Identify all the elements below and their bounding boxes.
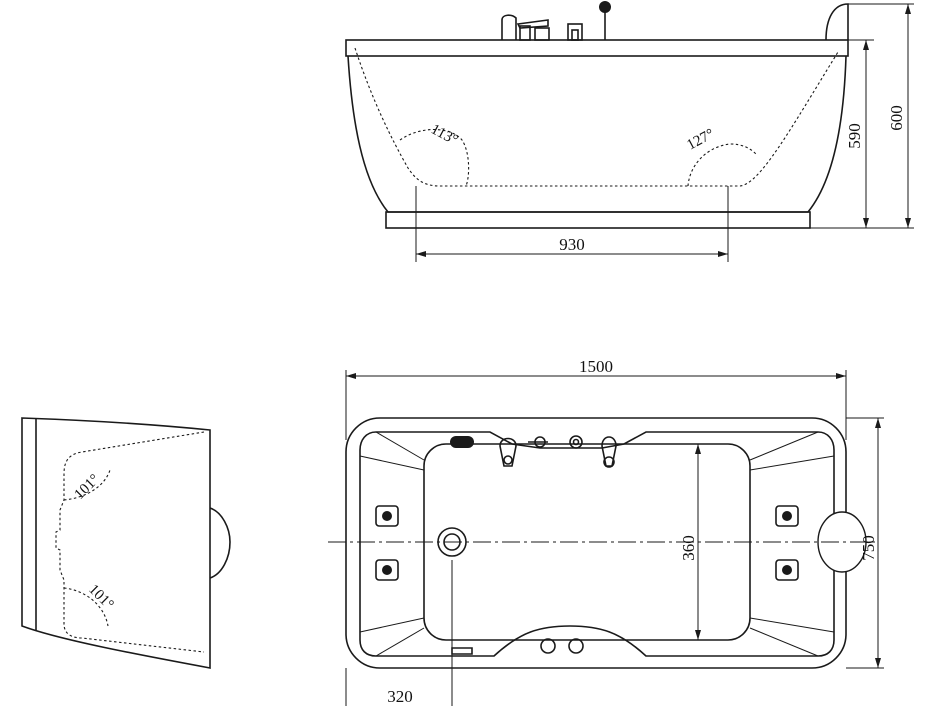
dim-label-600: 600 — [887, 105, 906, 131]
dim-label-320: 320 — [387, 687, 413, 706]
jet-icon — [775, 559, 799, 581]
jet-icon — [775, 505, 799, 527]
plan-fixtures — [450, 435, 617, 655]
hand-shower-icon — [599, 1, 611, 13]
front-left-recess — [399, 129, 470, 187]
dim-label-1500: 1500 — [579, 357, 613, 376]
front-right-recess — [687, 143, 757, 187]
front-body-outline — [347, 55, 847, 213]
control-panel-icon — [450, 436, 474, 448]
plan-jets — [375, 505, 799, 581]
angle-label-front-left: 113° — [428, 121, 460, 148]
dim-label-750: 750 — [859, 535, 878, 561]
dim-label-360: 360 — [679, 535, 698, 561]
spout-icon — [499, 437, 517, 467]
front-base — [385, 211, 811, 229]
front-faucets — [501, 1, 611, 41]
spout-icon — [501, 14, 517, 40]
front-rim — [345, 39, 849, 57]
front-elevation-view: 930 590 600 113° 127° — [345, 1, 914, 262]
hand-shower-holder-icon — [601, 436, 617, 467]
air-button-icon — [568, 638, 584, 654]
diverter-icon — [569, 435, 583, 449]
front-pillow — [825, 3, 849, 41]
top-plan-view: 1500 360 750 320 — [328, 357, 884, 706]
side-body-outline — [21, 417, 211, 669]
overflow-icon — [451, 647, 473, 655]
side-inner-profile — [55, 431, 205, 653]
plan-outer-rim — [345, 417, 847, 669]
side-pillow — [209, 507, 231, 579]
angle-label-side-bottom: 101° — [85, 582, 116, 613]
air-button-icon — [540, 638, 556, 654]
plan-basin-floor — [423, 443, 751, 641]
jet-icon — [375, 505, 399, 527]
jet-icon — [375, 559, 399, 581]
side-bottom-angle-arc — [63, 587, 109, 627]
side-elevation-view: 101° 101° — [21, 417, 231, 669]
plan-inner-rim — [359, 431, 835, 657]
side-top-angle-arc — [63, 469, 111, 501]
front-inner-profile — [354, 47, 839, 187]
dim-label-930: 930 — [559, 235, 585, 254]
dim-label-590: 590 — [845, 123, 864, 149]
